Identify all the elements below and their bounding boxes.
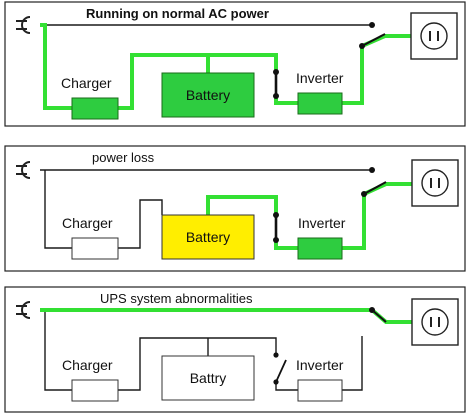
plug-icon [16, 301, 31, 319]
panel-title: Running on normal AC power [86, 6, 269, 21]
inverter-label: Inverter [298, 215, 346, 231]
battery-label: Battery [186, 87, 230, 103]
plug-icon [16, 16, 31, 34]
panel-title: UPS system abnormalities [100, 291, 253, 306]
switch-node [273, 352, 279, 358]
bypass-node [369, 167, 375, 173]
battery-switch-open [275, 359, 287, 383]
plug-icon [16, 161, 31, 179]
battery-box [161, 214, 255, 260]
panel-normal-ac: Running on normal AC power Charger Batte… [4, 1, 466, 127]
outlet-icon [410, 12, 458, 60]
inverter-label: Inverter [296, 70, 344, 86]
inactive-wiring [40, 169, 372, 249]
switch-node [273, 212, 279, 218]
charger-label: Charger [61, 75, 112, 91]
output-switch [361, 33, 386, 47]
inverter-box [297, 92, 343, 115]
panel-frame [4, 1, 466, 127]
battery-box [161, 355, 255, 401]
panel-frame [4, 286, 466, 413]
inverter-box [297, 379, 343, 402]
panel-frame [4, 145, 466, 272]
inactive-wiring [44, 310, 363, 391]
charger-label: Charger [62, 357, 113, 373]
charger-box [71, 237, 119, 260]
output-switch [363, 181, 387, 195]
charger-box [71, 97, 119, 120]
battery-label: Battery [186, 229, 230, 245]
battery-label: Battry [190, 370, 227, 386]
battery-box [161, 72, 255, 118]
outlet-icon [411, 159, 459, 207]
charger-label: Charger [62, 215, 113, 231]
switch-node [273, 93, 279, 99]
panel-title: power loss [92, 150, 155, 165]
switch-node [273, 237, 279, 243]
outlet-icon [411, 298, 459, 346]
inverter-label: Inverter [296, 357, 344, 373]
panel-ups-abnormal: UPS system abnormalities Charger Battry [4, 286, 466, 413]
inverter-box [297, 237, 343, 260]
panel-power-loss: power loss Charger Battery Inverte [4, 145, 466, 272]
bypass-node [369, 22, 375, 28]
charger-box [71, 379, 119, 402]
output-switch [371, 309, 387, 323]
switch-node [273, 69, 279, 75]
active-bypass-path [40, 308, 412, 324]
